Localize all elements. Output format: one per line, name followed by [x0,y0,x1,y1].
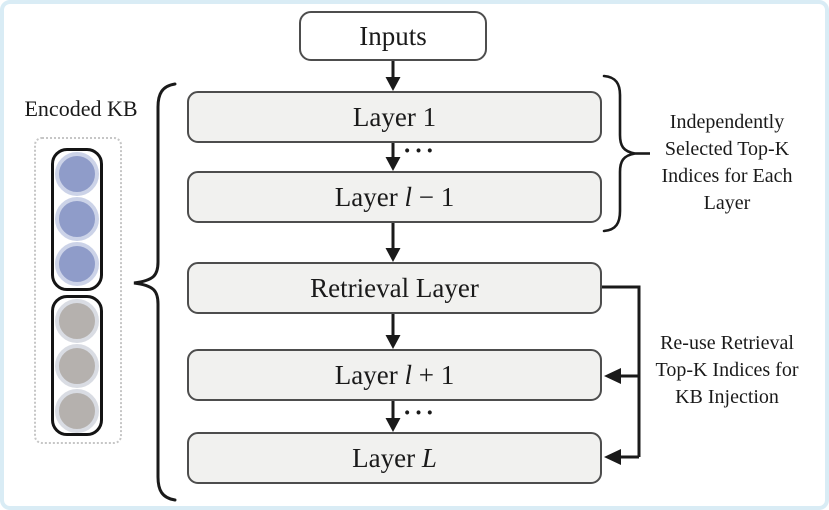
layer-L-math: L [421,442,437,473]
annotation-line: Indices for Each [661,165,793,187]
down-arrow [385,61,401,91]
layer-1-box: Layer 1 [187,91,602,143]
kb-slot-selected-icon [55,152,99,196]
annotation-line: Re-use Retrieval [660,332,794,354]
down-arrow [385,401,401,432]
down-arrow [385,143,401,171]
hidden-layers-ellipsis: ··· [403,138,438,165]
layer-1-rest: 1 [422,101,437,132]
layer-l-minus-1-label: Layer [334,181,405,212]
layer-L-label: Layer [352,442,422,473]
layer-l-minus-1-rest: − 1 [411,181,455,212]
retrieval-layer-label: Retrieval Layer [310,272,479,303]
independent-topk-annotation: Independently Selected Top-K Indices for… [629,109,825,217]
layer-1-label: Layer [352,101,423,132]
layer-l-plus-1-math: l [404,359,412,390]
encoded-kb-label: Encoded KB [24,96,138,121]
kb-slot-selected-icon [55,242,99,286]
down-arrow [385,223,401,262]
layer-l-minus-1-box: Layer l − 1 [187,171,602,223]
annotation-line: Layer [703,192,751,214]
annotation-line: Top-K Indices for [655,359,799,381]
kb-slot-unselected-icon [55,344,99,388]
inputs-label: Inputs [359,20,427,51]
annotation-line: Selected Top-K [664,138,790,160]
layer-l-plus-1-label: Layer [334,359,405,390]
kb-slot-unselected-icon [55,299,99,343]
hidden-layers-ellipsis: ··· [403,400,438,427]
down-arrow [385,314,401,349]
kb-slot-selected-icon [55,197,99,241]
layer-l-plus-1-rest: + 1 [411,359,455,390]
layer-l-minus-1-math: l [404,181,412,212]
layer-L-box: Layer L [187,432,602,484]
retrieval-layer-box: Retrieval Layer [187,262,602,314]
encoded-kb-dotted-box [34,137,122,444]
annotation-line: KB Injection [675,386,779,408]
annotation-line: Independently [669,111,785,133]
layer-l-plus-1-box: Layer l + 1 [187,349,602,401]
kb-slot-unselected-icon [55,389,99,433]
reuse-topk-annotation: Re-use Retrieval Top-K Indices for KB In… [629,330,825,411]
kb-injection-brace [133,82,177,502]
inputs-box: Inputs [299,11,487,61]
